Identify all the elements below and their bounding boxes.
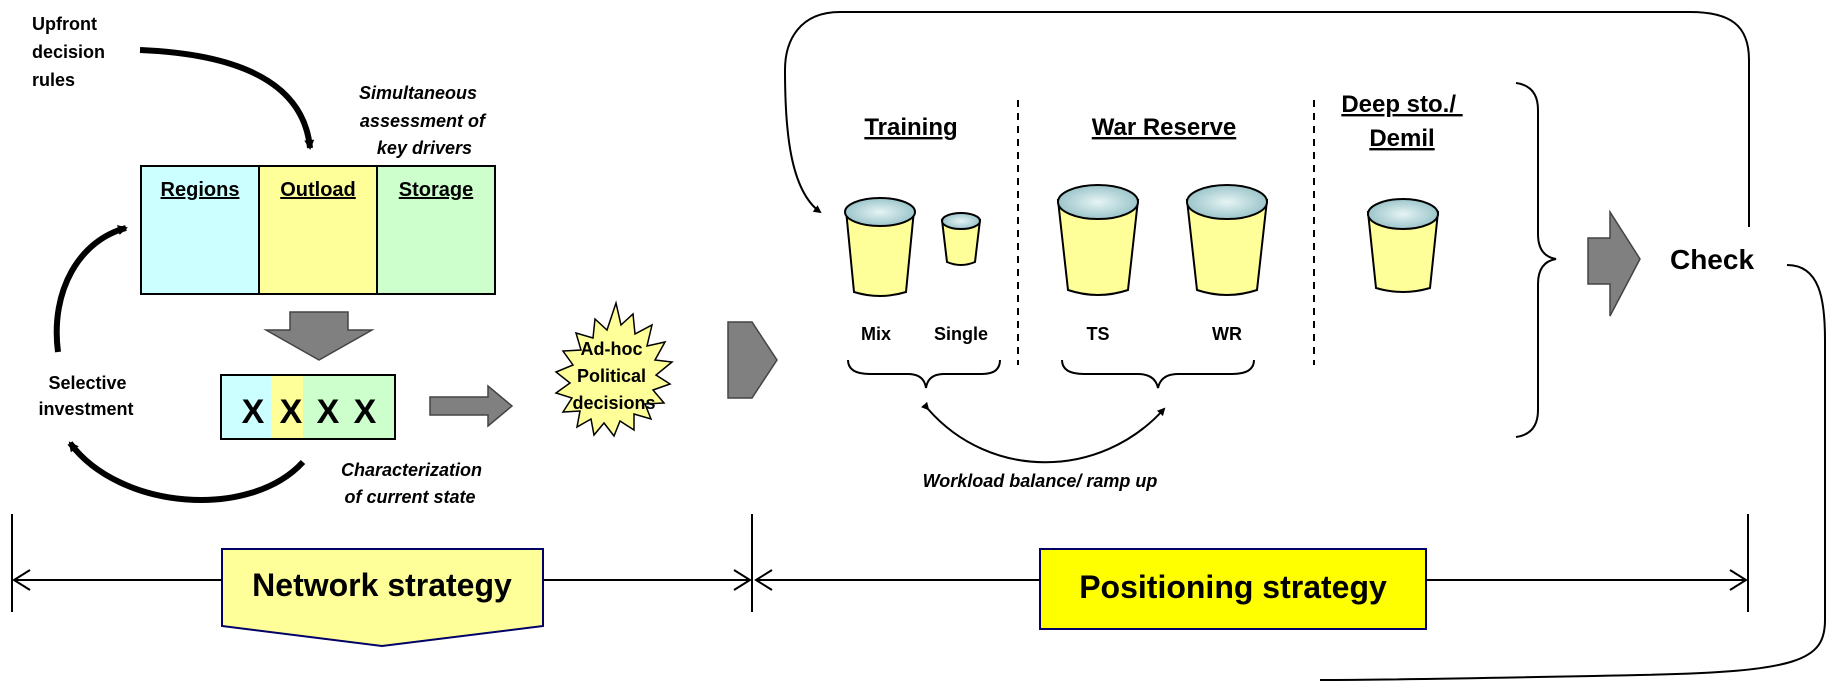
- key-drivers-box: Regions Outload Storage: [140, 165, 496, 295]
- positioning-strategy-box: [1039, 548, 1427, 630]
- check-gray-arrow: [1587, 209, 1641, 317]
- deep-storage-header: Deep sto./ Demil: [1341, 91, 1462, 152]
- single-label: Single: [934, 324, 988, 344]
- outload-label: Outload: [280, 179, 356, 201]
- top-loop-arrow: [783, 11, 1750, 227]
- small-right-gray-arrow: [429, 384, 514, 428]
- training-header: Training: [864, 114, 957, 141]
- state-mark-3: X: [317, 393, 340, 431]
- training-brace: [847, 359, 1001, 389]
- state-outload-fill: [271, 375, 303, 439]
- workload-balance-arrow: [921, 401, 1166, 464]
- selective-investment-label: Selective investment: [38, 373, 133, 419]
- network-strategy-callout: [221, 548, 544, 648]
- positioning-arrow-left: [754, 569, 773, 591]
- network-strategy-label: Network strategy: [252, 567, 512, 603]
- war-reserve-header: War Reserve: [1092, 114, 1237, 141]
- war-reserve-brace: [1061, 359, 1255, 389]
- positioning-arrow-right: [1729, 569, 1748, 591]
- cycle-arrow-upper: [53, 225, 128, 353]
- check-label: Check: [1670, 244, 1754, 275]
- summary-brace-left: [1515, 82, 1557, 438]
- regions-label: Regions: [161, 179, 240, 201]
- simultaneous-label: Simultaneous assessment of key drivers: [359, 83, 490, 158]
- state-regions-fill: [221, 375, 271, 439]
- adhoc-label: Ad-hoc Political decisions: [572, 339, 655, 413]
- state-mark-2: X: [280, 393, 303, 431]
- ts-label: TS: [1086, 324, 1109, 344]
- workload-balance-label: Workload balance/ ramp up: [923, 471, 1158, 491]
- mix-label: Mix: [861, 324, 891, 344]
- storage-cell: [376, 165, 496, 295]
- characterization-label: Characterization of current state: [341, 460, 487, 507]
- network-arrow-right: [733, 569, 752, 591]
- upfront-rules-arrow: [139, 47, 315, 150]
- storage-label: Storage: [399, 179, 473, 201]
- outload-cell: [258, 165, 378, 295]
- bucket-wr: [1185, 184, 1269, 296]
- state-mark-1: X: [242, 393, 265, 431]
- positioning-strategy-label: Positioning strategy: [1079, 569, 1387, 605]
- bucket-single: [940, 212, 982, 266]
- down-gray-arrow: [263, 311, 375, 361]
- big-gray-arrow: [727, 321, 778, 399]
- bucket-ts: [1056, 184, 1140, 296]
- cycle-arrow-lower: [67, 441, 306, 504]
- wr-label: WR: [1212, 324, 1242, 344]
- state-mark-4: X: [354, 393, 377, 431]
- upfront-rules-label: Upfront decision rules: [32, 14, 110, 90]
- bucket-mix: [844, 197, 916, 297]
- state-box-border: [220, 374, 396, 440]
- bucket-deep-storage: [1366, 198, 1440, 293]
- current-state-box: X X X X: [220, 374, 396, 440]
- adhoc-starburst: Ad-hoc Political decisions: [554, 300, 674, 438]
- starburst-shape: [554, 300, 674, 438]
- network-arrow-left: [12, 569, 31, 591]
- state-storage-fill: [303, 375, 395, 439]
- regions-cell: [140, 165, 260, 295]
- bottom-loop-line: [1319, 264, 1826, 681]
